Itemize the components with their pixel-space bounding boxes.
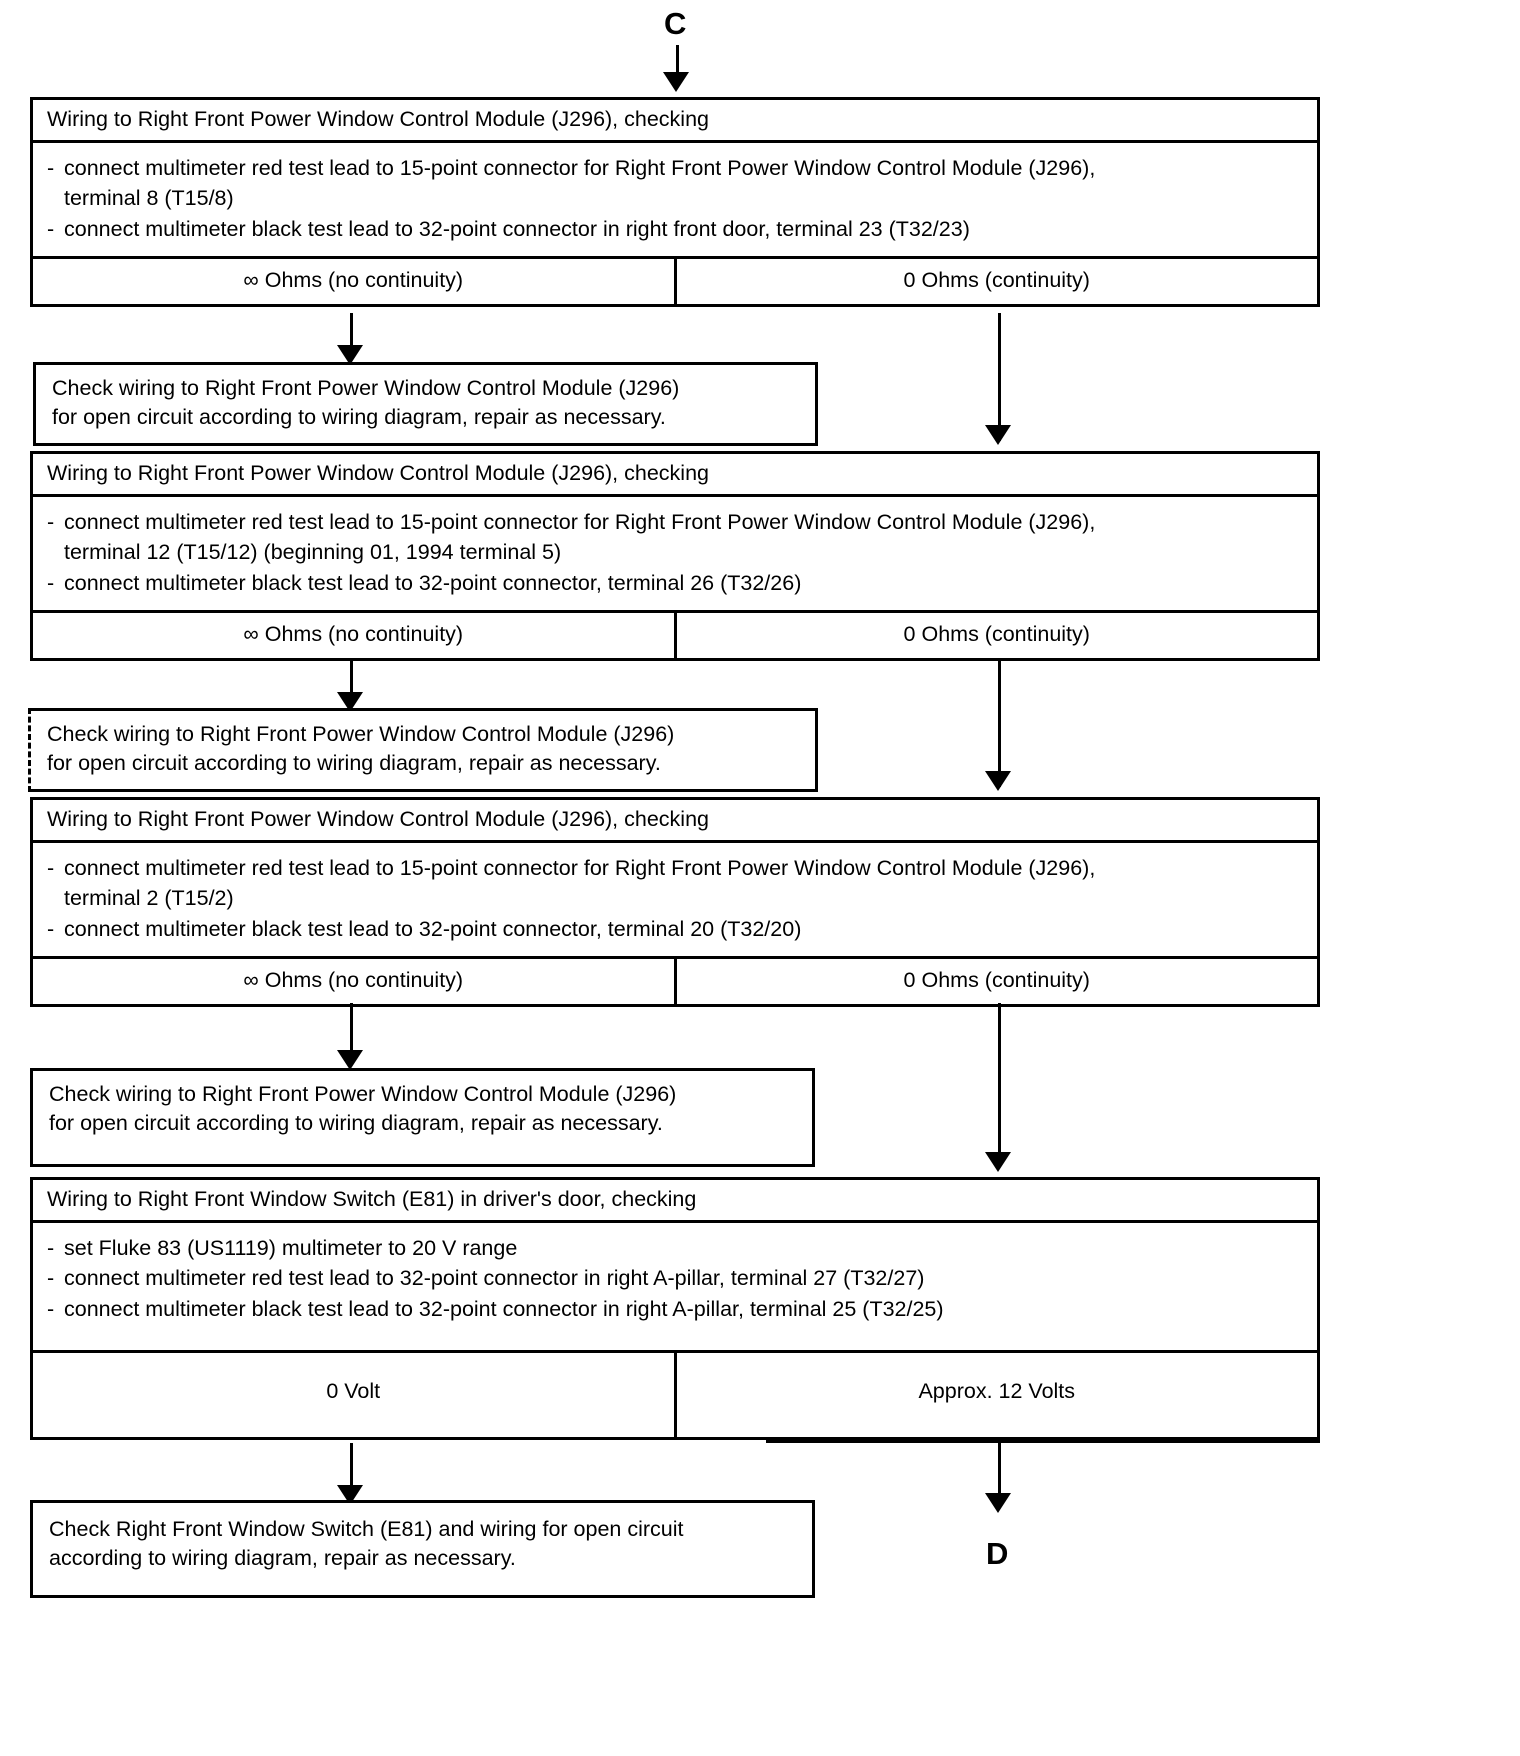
test-block-1-step-1-line2: terminal 8 (T15/8) xyxy=(64,186,234,211)
test-block-3-results: ∞ Ohms (no continuity) 0 Ohms (continuit… xyxy=(33,956,1317,1005)
test-block-4-results: 0 Volt Approx. 12 Volts xyxy=(33,1350,1317,1438)
action-box-2-line2: for open circuit according to wiring dia… xyxy=(47,751,661,776)
test-block-3-step-1-line2: terminal 2 (T15/2) xyxy=(64,886,234,911)
bullet-dash-icon: - xyxy=(47,155,55,180)
test-block-4-result-right[interactable]: Approx. 12 Volts xyxy=(918,1379,1076,1404)
action-box-1-line1: Check wiring to Right Front Power Window… xyxy=(52,376,680,400)
arrowhead-test2-to-test3 xyxy=(985,771,1011,791)
test-block-2-step-2: - connect multimeter black test lead to … xyxy=(47,568,1303,599)
test-block-1-result-right[interactable]: 0 Ohms (continuity) xyxy=(903,268,1090,293)
test-block-4-result-left[interactable]: 0 Volt xyxy=(33,1353,677,1438)
bullet-dash-icon: - xyxy=(47,1235,55,1260)
test-block-4-title: Wiring to Right Front Window Switch (E81… xyxy=(33,1180,1317,1223)
action-box-1-line2: for open circuit according to wiring dia… xyxy=(52,405,666,430)
bullet-dash-icon: - xyxy=(47,509,55,534)
test-block-4-step-2: - connect multimeter red test lead to 32… xyxy=(47,1263,1303,1294)
test-block-2-steps: - connect multimeter red test lead to 15… xyxy=(33,497,1317,611)
test-block-1-result-left[interactable]: ∞ Ohms (no continuity) xyxy=(33,259,677,305)
bullet-dash-icon: - xyxy=(47,1296,55,1321)
action-box-2[interactable]: Check wiring to Right Front Power Window… xyxy=(28,708,818,793)
arrowhead-test3-to-test4 xyxy=(985,1152,1011,1172)
connector-test3-to-test4 xyxy=(998,1003,1001,1167)
test-block-2-step-2-line1: connect multimeter black test lead to 32… xyxy=(64,570,802,595)
connector-label-c: C xyxy=(664,6,687,41)
test-block-3-title: Wiring to Right Front Power Window Contr… xyxy=(33,800,1317,843)
connector-test3-to-action3 xyxy=(350,1003,353,1063)
test-block-2-step-1-line1: connect multimeter red test lead to 15-p… xyxy=(64,509,1096,534)
arrowhead-test4-to-d xyxy=(985,1493,1011,1513)
test-block-2-title: Wiring to Right Front Power Window Contr… xyxy=(33,454,1317,497)
test-block-1-step-2-line1: connect multimeter black test lead to 32… xyxy=(64,216,970,241)
connector-label-d: D xyxy=(986,1536,1009,1571)
connector-test4-to-d xyxy=(998,1443,1001,1506)
connector-test1-to-test2 xyxy=(998,313,1001,441)
connector-test1-to-action1 xyxy=(350,313,353,357)
test-block-4-steps: - set Fluke 83 (US1119) multimeter to 20… xyxy=(33,1223,1317,1351)
action-box-4[interactable]: Check Right Front Window Switch (E81) an… xyxy=(30,1500,815,1599)
bullet-dash-icon: - xyxy=(47,916,55,941)
connector-test2-to-action2 xyxy=(350,659,353,705)
test-block-1-step-1-line1: connect multimeter red test lead to 15-p… xyxy=(64,155,1096,180)
connector-test4-to-action4 xyxy=(350,1443,353,1498)
test-block-3-step-1: - connect multimeter red test lead to 15… xyxy=(47,853,1303,884)
action-box-3[interactable]: Check wiring to Right Front Power Window… xyxy=(30,1068,815,1168)
arrowhead-test1-to-action1 xyxy=(337,345,363,365)
bullet-dash-icon: - xyxy=(47,855,55,880)
action-box-3-line1: Check wiring to Right Front Power Window… xyxy=(49,1082,677,1106)
test-block-4-step-2-line1: connect multimeter red test lead to 32-p… xyxy=(64,1266,925,1291)
arrowhead-test3-to-action3 xyxy=(337,1050,363,1070)
test-block-2-result-left[interactable]: ∞ Ohms (no continuity) xyxy=(33,613,677,659)
test-block-1-title: Wiring to Right Front Power Window Contr… xyxy=(33,100,1317,143)
action-box-2-line1: Check wiring to Right Front Power Window… xyxy=(47,722,675,746)
test-block-4-step-1-line1: set Fluke 83 (US1119) multimeter to 20 V… xyxy=(64,1235,518,1260)
test-block-1-step-1: - connect multimeter red test lead to 15… xyxy=(47,153,1303,184)
arrowhead-c xyxy=(663,72,689,92)
test-block-4-step-3-line1: connect multimeter black test lead to 32… xyxy=(64,1296,944,1321)
action-box-4-line2: according to wiring diagram, repair as n… xyxy=(49,1546,516,1571)
action-box-4-line1: Check Right Front Window Switch (E81) an… xyxy=(49,1517,684,1541)
test-block-1[interactable]: Wiring to Right Front Power Window Contr… xyxy=(30,97,1320,308)
test-block-4-step-3: - connect multimeter black test lead to … xyxy=(47,1294,1303,1325)
connector-test4-right-rail xyxy=(766,1440,1320,1443)
action-box-1[interactable]: Check wiring to Right Front Power Window… xyxy=(33,362,818,447)
test-block-2-step-1: - connect multimeter red test lead to 15… xyxy=(47,507,1303,538)
test-block-1-results: ∞ Ohms (no continuity) 0 Ohms (continuit… xyxy=(33,256,1317,305)
arrowhead-test2-to-action2 xyxy=(337,692,363,712)
test-block-2[interactable]: Wiring to Right Front Power Window Contr… xyxy=(30,451,1320,662)
test-block-3-result-left[interactable]: ∞ Ohms (no continuity) xyxy=(33,959,677,1005)
arrowhead-test1-to-test2 xyxy=(985,425,1011,445)
action-box-3-line2: for open circuit according to wiring dia… xyxy=(49,1111,663,1136)
test-block-2-result-right[interactable]: 0 Ohms (continuity) xyxy=(903,622,1090,647)
test-block-3[interactable]: Wiring to Right Front Power Window Contr… xyxy=(30,797,1320,1008)
connector-test2-to-test3 xyxy=(998,659,1001,787)
test-block-3-step-2: - connect multimeter black test lead to … xyxy=(47,914,1303,945)
test-block-3-step-2-line1: connect multimeter black test lead to 32… xyxy=(64,916,802,941)
test-block-1-steps: - connect multimeter red test lead to 15… xyxy=(33,143,1317,257)
bullet-dash-icon: - xyxy=(47,216,55,241)
test-block-2-results: ∞ Ohms (no continuity) 0 Ohms (continuit… xyxy=(33,610,1317,659)
test-block-1-step-2: - connect multimeter black test lead to … xyxy=(47,214,1303,245)
test-block-4[interactable]: Wiring to Right Front Window Switch (E81… xyxy=(30,1177,1320,1441)
test-block-2-step-1-line2: terminal 12 (T15/12) (beginning 01, 1994… xyxy=(64,540,562,565)
bullet-dash-icon: - xyxy=(47,1266,55,1291)
test-block-4-step-1: - set Fluke 83 (US1119) multimeter to 20… xyxy=(47,1233,1303,1264)
connector-line-c xyxy=(676,45,679,81)
test-block-3-result-right[interactable]: 0 Ohms (continuity) xyxy=(903,968,1090,993)
test-block-3-step-1-line1: connect multimeter red test lead to 15-p… xyxy=(64,855,1096,880)
test-block-3-steps: - connect multimeter red test lead to 15… xyxy=(33,843,1317,957)
bullet-dash-icon: - xyxy=(47,570,55,595)
